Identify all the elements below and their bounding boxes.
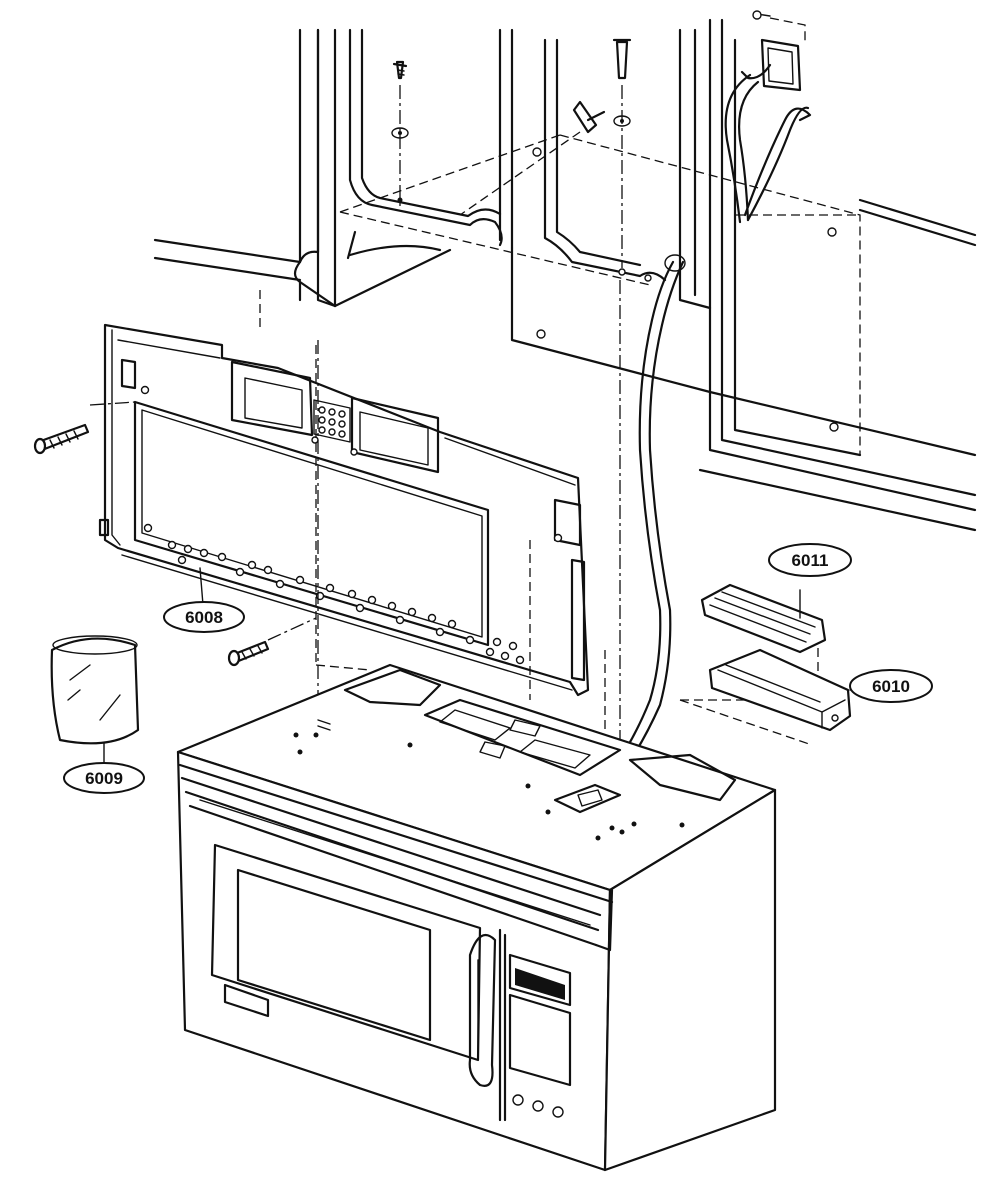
plate-hole-rows: [140, 385, 563, 665]
callout-6010-label: 6010: [872, 677, 910, 696]
callout-6008-oval: [163, 601, 245, 633]
callout-6010-oval: [849, 669, 933, 703]
wall-cabinet: [153, 18, 977, 532]
damper-housing: [708, 648, 856, 732]
callout-6011-label: 6011: [792, 551, 829, 570]
filter-cover: [700, 583, 827, 654]
plate-wall-screws: [33, 423, 270, 667]
callout-6009: 6009: [63, 762, 145, 794]
callout-6008-label: 6008: [185, 608, 223, 627]
cabinet-mounting-screws: [391, 38, 632, 268]
parts-bag: [50, 635, 140, 769]
mounting-plate: [98, 323, 590, 697]
callout-6010: 6010: [849, 669, 933, 703]
power-cord: [588, 73, 812, 805]
callout-6009-oval: [63, 762, 145, 794]
wall-outlet: [740, 10, 806, 92]
callout-6008: 6008: [163, 601, 245, 633]
microwave-oven: [176, 663, 777, 1172]
callout-6009-label: 6009: [85, 769, 123, 788]
callout-6011: 6011: [768, 543, 852, 577]
callout-6011-oval: [768, 543, 852, 577]
